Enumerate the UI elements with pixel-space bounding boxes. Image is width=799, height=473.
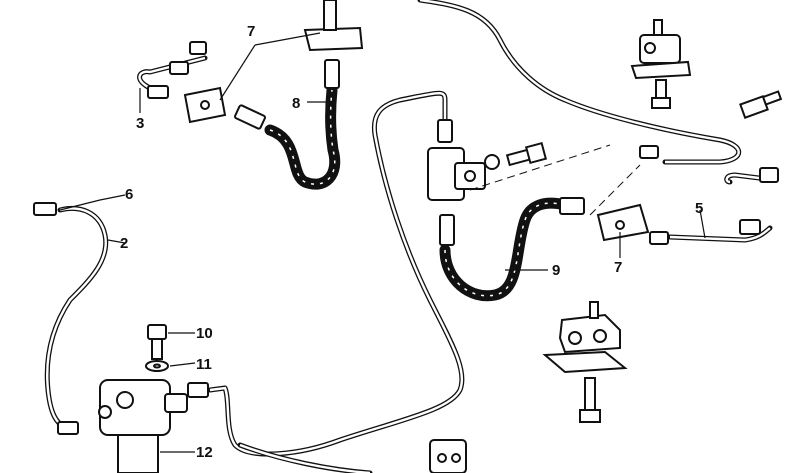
pipe-5: [667, 172, 778, 243]
bracket-7-right: [596, 203, 650, 242]
union-nut: [639, 145, 659, 159]
pipe-top-right: [417, 0, 742, 165]
callout-3: 3: [136, 115, 144, 132]
clip-mid-right: [542, 301, 628, 423]
union-nut: [189, 41, 207, 55]
union-nut: [33, 202, 57, 216]
pipe-3: [137, 55, 208, 98]
union-nut: [439, 214, 455, 246]
alignment-lines: [469, 144, 641, 216]
callout-12: 12: [196, 444, 213, 461]
callout-10: 10: [196, 325, 213, 342]
hose-8: [264, 84, 341, 190]
washer-11: [145, 360, 169, 372]
callout-7-top: 7: [247, 23, 255, 40]
union-nut: [169, 61, 189, 75]
union-nut: [234, 104, 266, 130]
hose-9: [439, 197, 571, 302]
leader-lines: [59, 32, 706, 453]
clip-top-right: [630, 19, 692, 109]
union-nut: [759, 167, 779, 183]
callouts: 2 3 5 6 7 7 8 9 10 11 12: [120, 23, 703, 461]
callout-5: 5: [695, 200, 703, 217]
union-nut: [649, 231, 669, 245]
union-nut: [559, 197, 585, 215]
union-nut: [57, 421, 79, 435]
bracket-7-left: [183, 86, 227, 124]
union-nut: [147, 85, 169, 99]
regulator-12: [98, 379, 188, 473]
callout-2: 2: [120, 235, 128, 252]
pipe-bottom: [237, 442, 373, 473]
bleed-screw: [739, 90, 783, 119]
bracket-top: [303, 0, 364, 52]
fittings: [33, 41, 779, 435]
clip-bottom: [429, 439, 467, 473]
callout-8: 8: [292, 95, 300, 112]
union-nut: [437, 119, 453, 143]
brake-pipes: [44, 0, 778, 473]
pipe-2: [44, 205, 109, 431]
tee-fitting: [427, 147, 486, 201]
callout-6: 6: [125, 186, 133, 203]
union-nut: [324, 59, 340, 89]
callout-7-right: 7: [614, 259, 622, 276]
callout-9: 9: [552, 262, 560, 279]
union-nut: [187, 382, 209, 398]
pipe-center-long: [207, 90, 465, 457]
tee-bolt: [484, 141, 548, 170]
union-nut: [739, 219, 761, 235]
callout-11: 11: [196, 356, 212, 373]
bolt-10: [147, 324, 167, 360]
